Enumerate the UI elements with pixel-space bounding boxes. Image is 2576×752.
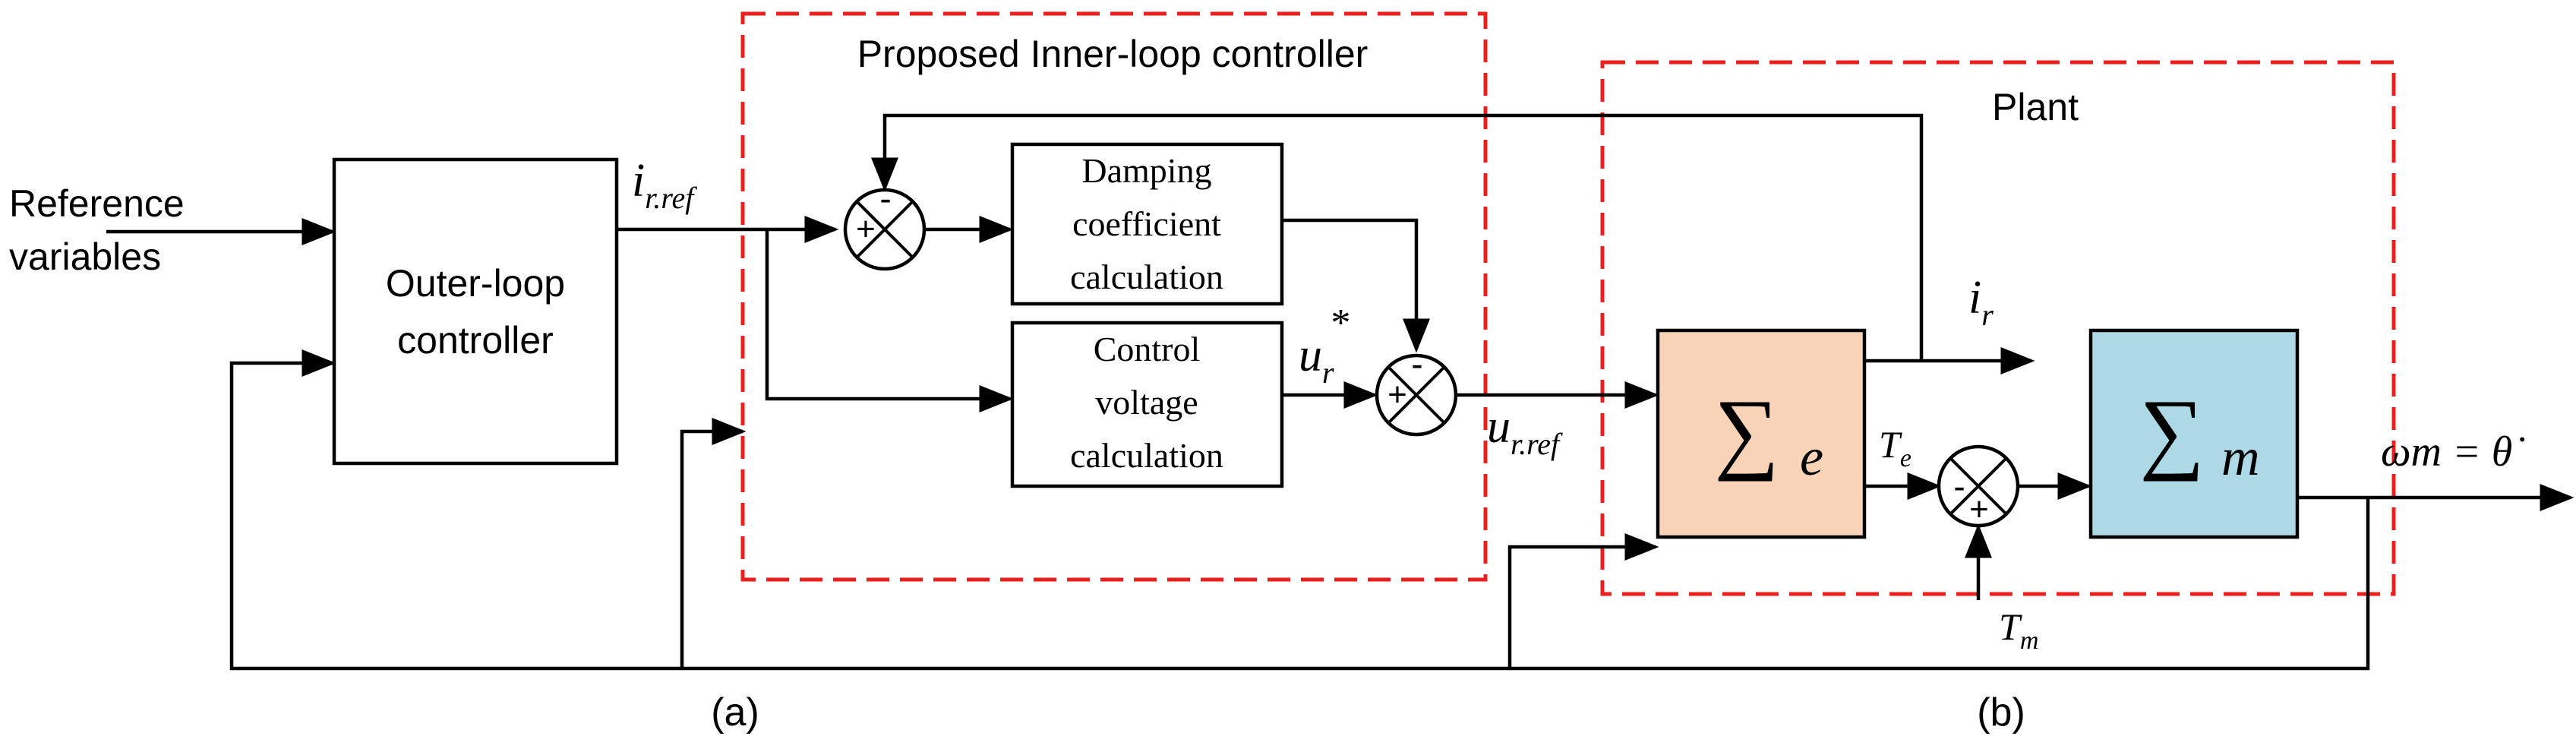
damping-label-line1: Damping [1081,151,1211,190]
plant-region [1600,60,2396,596]
sum2-minus-sign: - [1411,344,1422,384]
bottom-feedback-bus [229,349,2370,671]
damping-coefficient-block [1010,142,1284,306]
control-voltage-block [1010,321,1284,488]
plant-title: Plant [1992,86,2079,128]
control-branch-wire [765,229,1014,412]
i-r-feedback-wire [871,113,1924,361]
outer-loop-label-line1: Outer-loop [386,262,565,305]
sigma-m-symbol: ∑ [2139,381,2205,482]
control-label-line1: Control [1094,330,1201,368]
damping-label-line2: coefficient [1072,204,1221,243]
feedback-to-inner-loop [680,418,747,668]
sum3-minus-sign: - [1953,466,1965,506]
sum3-plus-sign: + [1969,491,1989,528]
u-r-star-asterisk: * [1329,302,1349,345]
sigma-m-block [2088,328,2300,539]
sigma-e-subscript: e [1800,428,1823,487]
sum2-plus-sign: + [1387,376,1407,413]
reference-label-line1: Reference [9,182,185,225]
summing-junction-1-cross-b [855,200,914,259]
t-m-label: Tm [1999,605,2038,655]
inner-loop-title: Proposed Inner-loop controller [857,33,1368,75]
sigma-e-symbol: ∑ [1714,381,1779,482]
sigma-m-subscript: m [2221,428,2260,487]
caption-b: (b) [1977,690,2025,735]
i-r-label: ir [1968,272,1994,332]
damping-to-sum2-wire [1282,218,1430,353]
control-label-line2: voltage [1095,383,1198,422]
summing-junction-2-cross-b [1387,365,1446,425]
outer-loop-label-line2: controller [397,319,554,362]
caption-a: (a) [711,690,759,735]
t-e-label: Te [1879,423,1911,472]
i-r-ref-label: ir.ref [632,155,697,215]
damping-label-line3: calculation [1070,258,1223,296]
inner-loop-region [740,11,1488,582]
u-r-star-label: ur [1299,330,1334,390]
control-label-line3: calculation [1070,436,1223,475]
sigma-e-block [1656,328,1867,539]
summing-junction-3-cross-b [1949,457,2008,516]
u-r-ref-label: ur.ref [1487,401,1563,461]
omega-output-label: ωm = θ̇ [2381,428,2524,476]
sum1-plus-sign: + [856,210,876,248]
feedback-to-sigma-e [1507,533,1659,668]
outer-loop-controller-block [332,157,619,466]
reference-label-line2: variables [9,235,161,278]
